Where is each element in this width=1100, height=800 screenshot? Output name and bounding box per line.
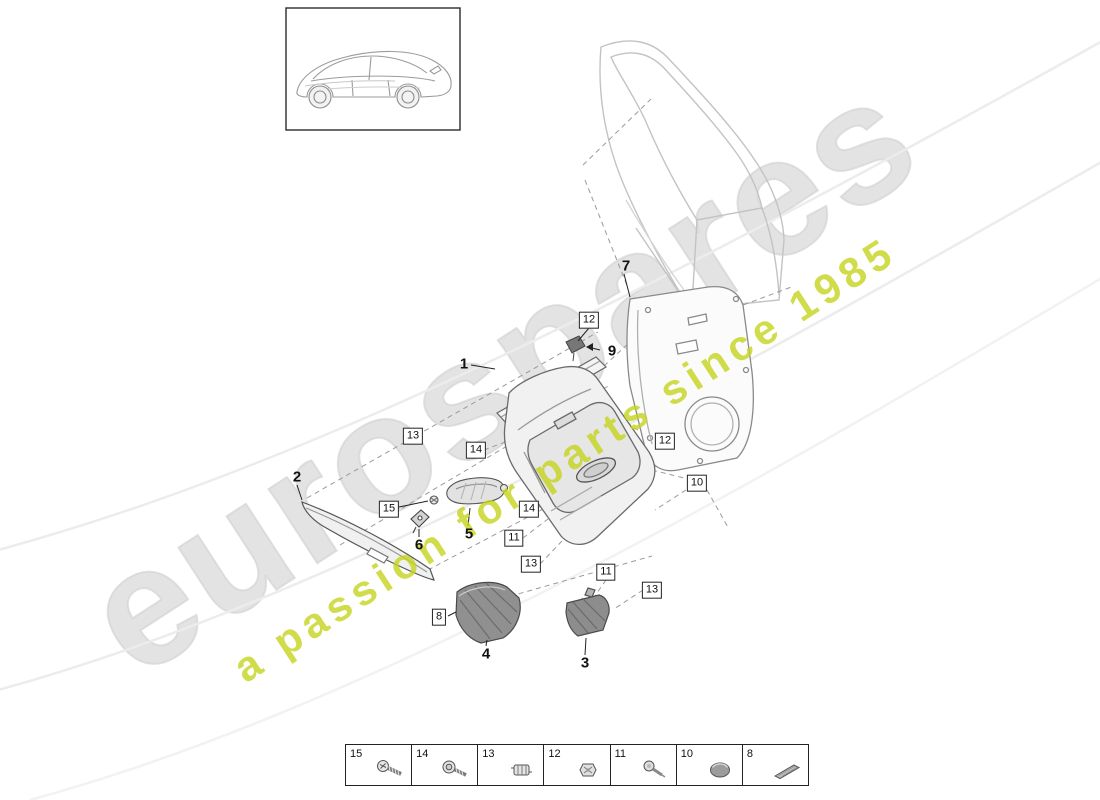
legend-number: 10 [680, 748, 693, 760]
rivet-icon [643, 760, 666, 778]
part-3-trim-piece [565, 587, 610, 637]
part-2-trim-strip [301, 501, 435, 581]
legend-item-10: 10 [677, 745, 743, 785]
washer-screw-icon [442, 760, 468, 777]
legend-number: 8 [746, 748, 753, 760]
legend-item-11: 11 [611, 745, 677, 785]
part-6-bracket [410, 509, 430, 534]
legend-number: 11 [614, 748, 626, 760]
cover-cap-icon [709, 762, 730, 778]
trim-strip-icon [773, 764, 801, 780]
part-7-carrier-panel [626, 285, 754, 472]
legend-item-15: 15 [346, 745, 413, 785]
arrowhead [586, 343, 593, 351]
legend-number: 15 [350, 748, 363, 760]
legend-item-8: 8 [743, 745, 808, 785]
legend-number: 14 [416, 748, 429, 760]
part-4-door-pocket [455, 581, 521, 644]
door-outline [599, 40, 785, 310]
legend-number: 12 [548, 748, 561, 760]
legend-item-14: 14 [412, 745, 479, 785]
legend-item-13: 13 [478, 745, 545, 785]
car-thumbnail [285, 7, 461, 131]
part-5-handle-trim [429, 477, 509, 505]
part-9-clip [565, 335, 586, 362]
fastener-legend: 15 14 13 12 [345, 744, 809, 786]
legend-item-12: 12 [544, 745, 611, 785]
retaining-clip-icon [511, 764, 533, 776]
expanding-clip-icon [579, 763, 597, 777]
door-trim-panel [503, 365, 656, 546]
pan-head-screw-icon [377, 760, 402, 776]
legend-number: 13 [482, 748, 495, 760]
